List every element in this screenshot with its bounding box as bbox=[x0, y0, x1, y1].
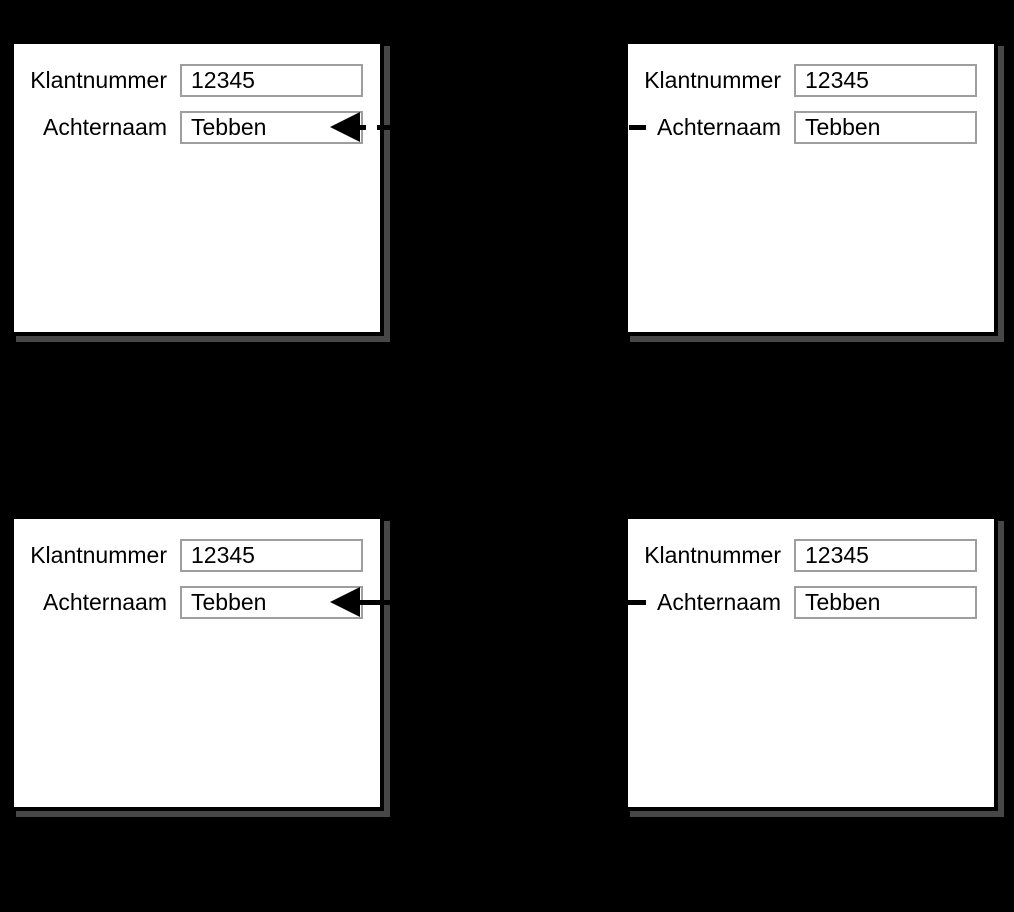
form-row: Klantnummer bbox=[14, 64, 380, 97]
klantnummer-label: Klantnummer bbox=[30, 542, 167, 568]
solid-connector-line bbox=[356, 600, 646, 605]
form-row: Achternaam bbox=[628, 111, 994, 144]
form-row: Achternaam bbox=[14, 586, 380, 619]
klantnummer-input[interactable] bbox=[794, 64, 977, 97]
window-bottom-left: Klantnummer Achternaam bbox=[10, 515, 384, 811]
klantnummer-label: Klantnummer bbox=[644, 67, 781, 93]
klantnummer-label: Klantnummer bbox=[30, 67, 167, 93]
achternaam-input[interactable] bbox=[794, 586, 977, 619]
form-row: Klantnummer bbox=[628, 64, 994, 97]
arrow-left-icon bbox=[330, 112, 360, 142]
window-top-left: Klantnummer Achternaam bbox=[10, 40, 384, 336]
achternaam-input[interactable] bbox=[794, 111, 977, 144]
klantnummer-input[interactable] bbox=[180, 539, 363, 572]
arrow-left-icon bbox=[330, 587, 360, 617]
achternaam-label: Achternaam bbox=[656, 589, 781, 615]
klantnummer-label: Klantnummer bbox=[644, 542, 781, 568]
form-row: Klantnummer bbox=[14, 539, 380, 572]
dashed-connector-line bbox=[356, 125, 646, 130]
window-bottom-right: Klantnummer Achternaam bbox=[624, 515, 998, 811]
achternaam-label: Achternaam bbox=[42, 589, 167, 615]
klantnummer-input[interactable] bbox=[794, 539, 977, 572]
form-row: Achternaam bbox=[14, 111, 380, 144]
form-row: Achternaam bbox=[628, 586, 994, 619]
achternaam-label: Achternaam bbox=[656, 114, 781, 140]
window-top-right: Klantnummer Achternaam bbox=[624, 40, 998, 336]
klantnummer-input[interactable] bbox=[180, 64, 363, 97]
achternaam-label: Achternaam bbox=[42, 114, 167, 140]
form-row: Klantnummer bbox=[628, 539, 994, 572]
